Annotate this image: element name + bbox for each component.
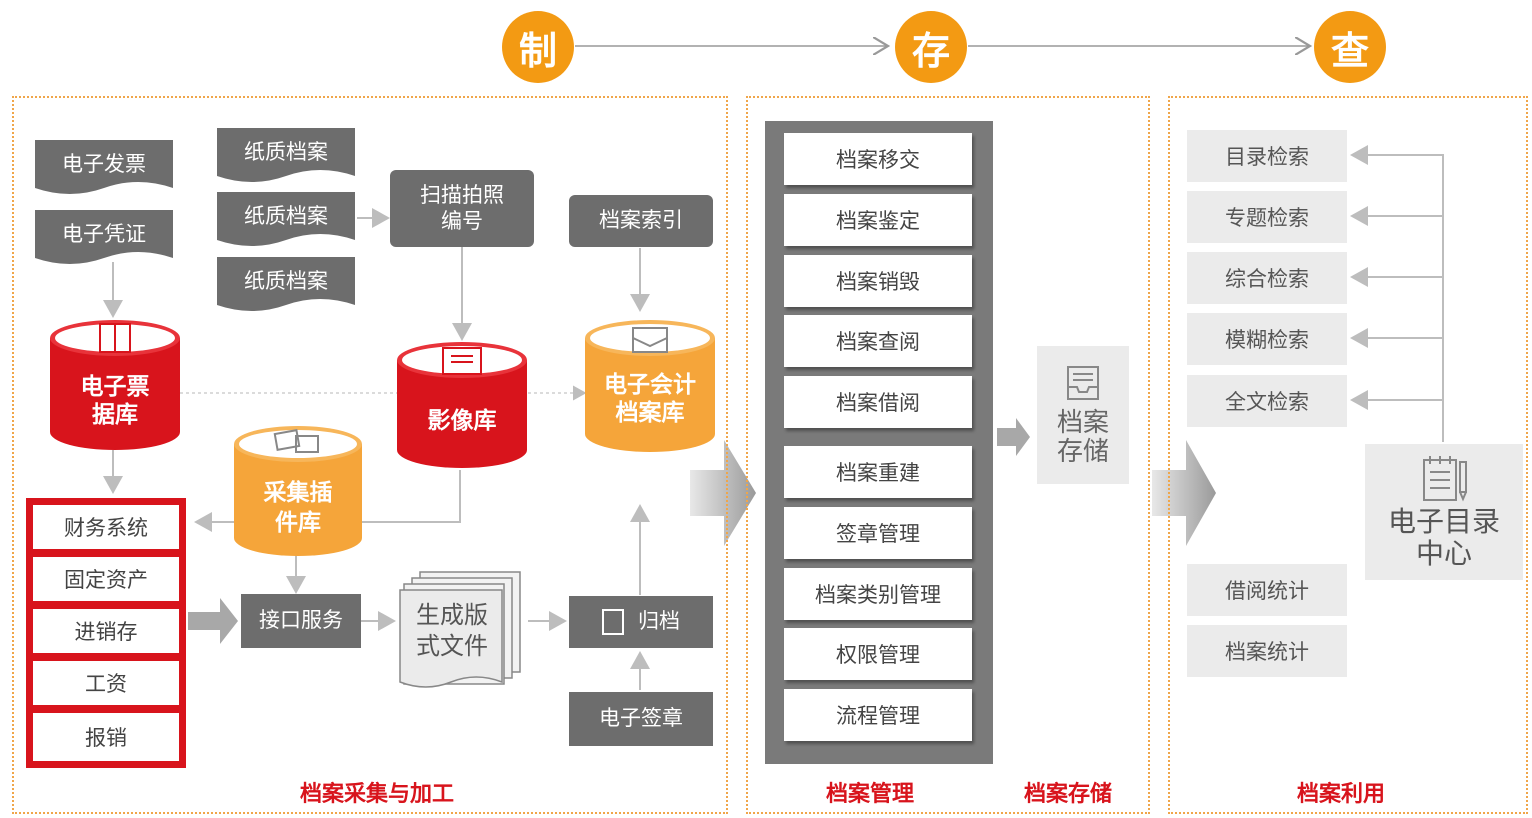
business-systems-list: 财务系统 固定资产 进销存 工资 报销 — [26, 498, 186, 768]
invoice-db-line1: 电子票 — [80, 374, 150, 400]
archive-index-box: 档案索引 — [569, 195, 713, 247]
management-item: 档案重建 — [784, 446, 972, 498]
image-db: 影像库 — [397, 340, 527, 470]
scan-label-line1: 扫描拍照 — [420, 183, 504, 208]
management-item: 档案鉴定 — [784, 194, 972, 246]
system-item: 进销存 — [33, 609, 179, 653]
plugin-db-line2: 件库 — [275, 510, 321, 536]
stat-item: 借阅统计 — [1187, 564, 1347, 616]
management-item: 档案借阅 — [784, 376, 972, 428]
paper-archive-doc-3: 纸质档案 — [217, 257, 355, 315]
accounting-db-line1: 电子会计 — [604, 372, 696, 398]
use-panel — [1168, 96, 1528, 814]
stage-store: 存 — [895, 11, 967, 83]
archive-label: 归档 — [638, 609, 680, 634]
use-panel-label: 档案利用 — [1297, 782, 1386, 807]
e-catalog-center-box: 电子目录 中心 — [1365, 444, 1523, 580]
stat-item: 档案统计 — [1187, 625, 1347, 677]
management-item: 档案销毁 — [784, 255, 972, 307]
interface-service-box: 接口服务 — [241, 594, 361, 648]
search-item: 目录检索 — [1187, 130, 1347, 182]
management-item: 档案类别管理 — [784, 568, 972, 620]
catalog-center-line2: 中心 — [1415, 537, 1472, 570]
layout-file-line2: 式文件 — [416, 632, 488, 661]
paper-archive-label-2: 纸质档案 — [244, 203, 328, 228]
stage-query: 查 — [1314, 11, 1386, 83]
search-item: 全文检索 — [1187, 375, 1347, 427]
stage-make: 制 — [502, 11, 574, 83]
clipboard-icon — [602, 609, 624, 635]
e-invoice-label: 电子发票 — [62, 151, 146, 176]
scan-box: 扫描拍照 编号 — [390, 170, 534, 247]
e-invoice-doc: 电子发票 — [35, 140, 173, 198]
search-item: 模糊检索 — [1187, 313, 1347, 365]
inbox-icon — [1067, 366, 1099, 401]
search-item: 专题检索 — [1187, 191, 1347, 243]
management-item: 权限管理 — [784, 628, 972, 680]
invoice-db-line2: 据库 — [92, 402, 138, 428]
layout-file-stack: 生成版 式文件 — [398, 570, 526, 694]
layout-file-line1: 生成版 — [416, 601, 488, 629]
manage-panel-label: 档案管理 — [826, 782, 915, 807]
search-item: 综合检索 — [1187, 252, 1347, 304]
system-item: 报销 — [33, 713, 179, 761]
collect-panel-label: 档案采集与加工 — [300, 782, 455, 807]
archive-box: 归档 — [569, 596, 713, 648]
system-item: 财务系统 — [33, 505, 179, 549]
invoice-db: 电子票 据库 — [50, 318, 180, 452]
system-item: 固定资产 — [33, 557, 179, 601]
management-item: 签章管理 — [784, 507, 972, 559]
management-item: 档案移交 — [784, 133, 972, 185]
e-voucher-label: 电子凭证 — [62, 221, 146, 246]
plugin-db: 采集插 件库 — [234, 424, 362, 558]
plugin-db-line1: 采集插 — [263, 480, 333, 506]
manage-panel — [746, 96, 1150, 814]
paper-archive-doc-2: 纸质档案 — [217, 192, 355, 250]
collect-panel — [12, 96, 728, 814]
system-item: 工资 — [33, 661, 179, 705]
catalog-center-line1: 电子目录 — [1387, 504, 1500, 538]
notepad-icon — [1423, 455, 1467, 502]
storage-line1: 档案 — [1056, 408, 1109, 439]
paper-archive-label-1: 纸质档案 — [244, 139, 328, 164]
accounting-archive-db: 电子会计 档案库 — [585, 316, 715, 454]
image-db-label: 影像库 — [427, 408, 497, 434]
paper-archive-doc-1: 纸质档案 — [217, 128, 355, 186]
storage-panel-label: 档案存储 — [1024, 782, 1113, 807]
e-voucher-doc: 电子凭证 — [35, 210, 173, 268]
accounting-db-line2: 档案库 — [615, 400, 685, 426]
archive-storage-box: 档案 存储 — [1037, 346, 1129, 484]
scan-label-line2: 编号 — [441, 208, 483, 233]
management-item: 档案查阅 — [784, 315, 972, 367]
management-item: 流程管理 — [784, 689, 972, 741]
paper-archive-label-3: 纸质档案 — [244, 268, 328, 293]
storage-line2: 存储 — [1056, 437, 1109, 467]
e-signature-box: 电子签章 — [569, 692, 713, 746]
